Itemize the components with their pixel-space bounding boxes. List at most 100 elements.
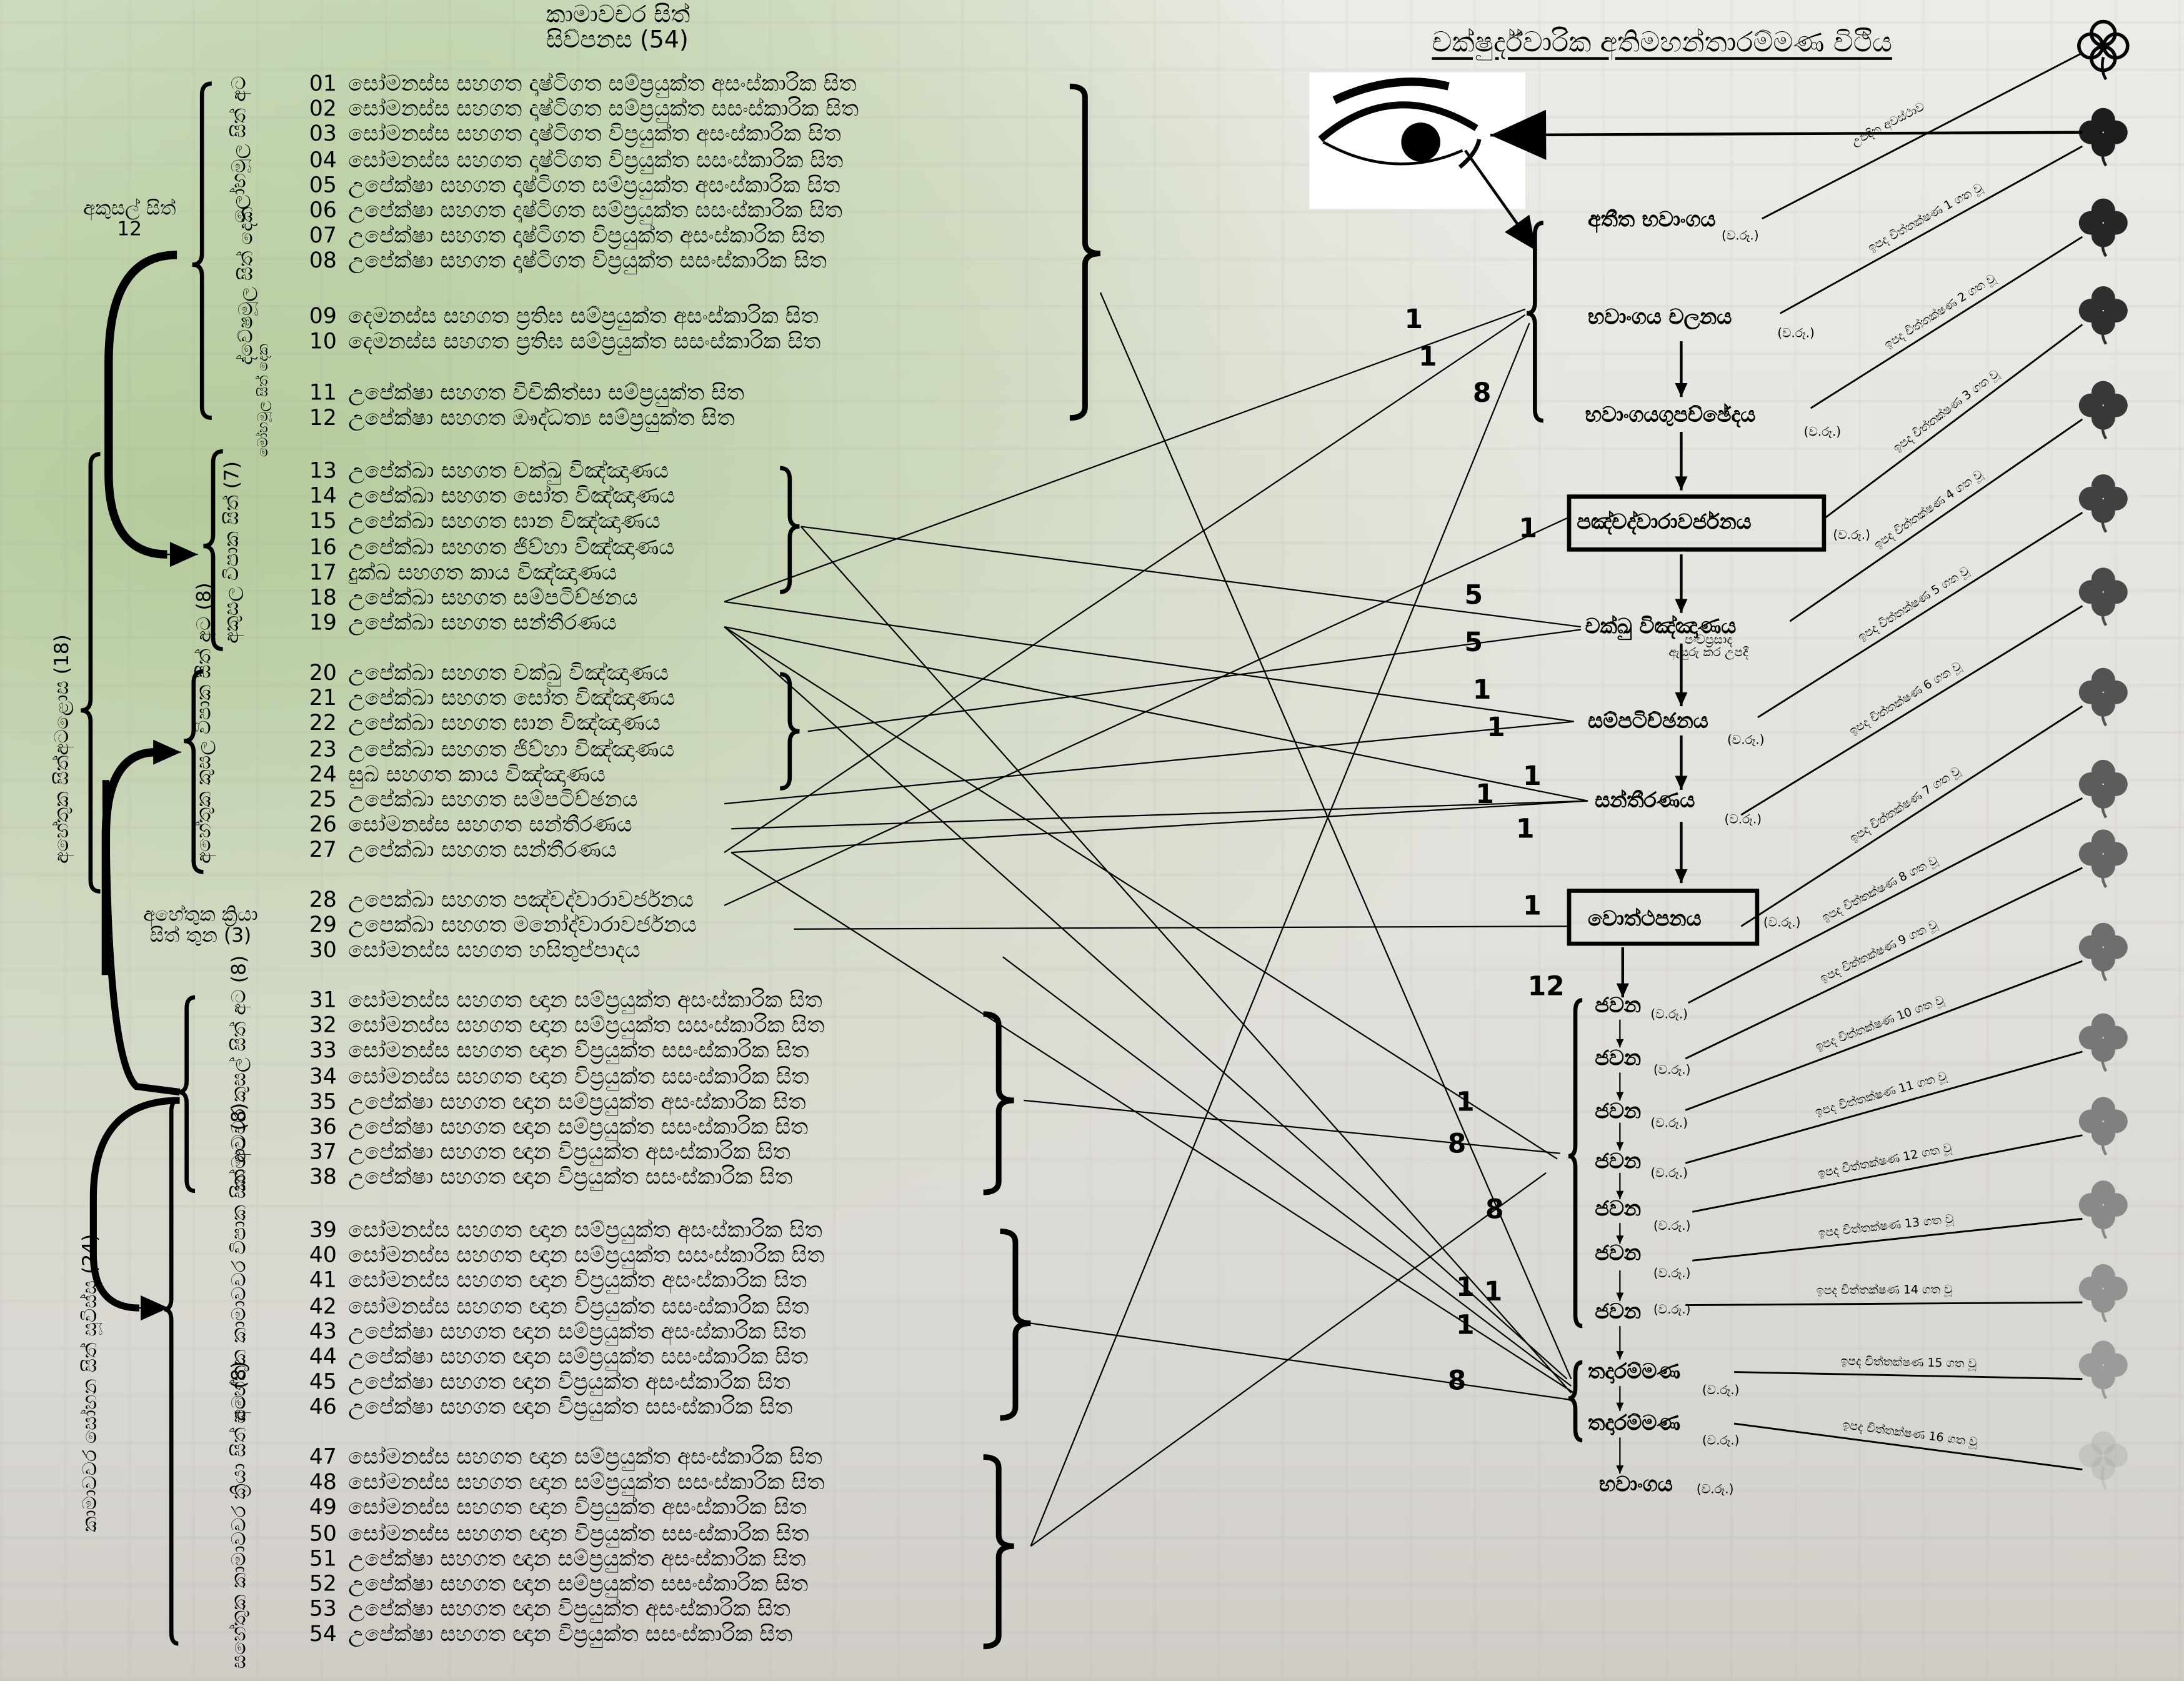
citta-text: උපේක්ඛා සහගත සම්පටිච්ඡනය <box>348 787 638 812</box>
connector-line <box>724 308 1526 602</box>
connector-line <box>1099 292 1572 1380</box>
citta-text: උපේක්ෂා සහගත ඥාන විප්‍රයුක්ත අසංස්කාරික … <box>348 1139 790 1165</box>
clover-icon <box>2078 198 2128 257</box>
connection-count: 1 <box>1516 814 1535 845</box>
clover-icon <box>2078 1431 2128 1490</box>
moment-line <box>1685 1301 2083 1307</box>
flow-node-tag: (ව.රූ.) <box>1833 529 1870 544</box>
connection-count: 1 <box>1523 761 1542 792</box>
flow-node: තදාරම්මණ <box>1588 1410 1680 1435</box>
citta-number: 48 <box>309 1470 337 1495</box>
citta-text: උපේක්ෂා සහගත ඥාන විප්‍රයුක්ත අසංස්කාරික … <box>348 1369 790 1395</box>
brace-sobhana-left <box>164 1098 179 1646</box>
curved-arrow-sobhana <box>89 1097 180 1312</box>
flow-node: භවාංගය <box>1598 1471 1673 1497</box>
connection-count: 1 <box>1487 712 1505 744</box>
arrowhead-icon <box>153 739 181 765</box>
moment-line <box>1685 1050 2083 1164</box>
citta-text: උපේක්ෂා සහගත දෘෂ්ටිගත සම්ප්‍රයුක්ත සසංස්… <box>348 197 842 223</box>
diagram-title: චක්ෂුර්ද්වාරික අතිමහන්තාරම්මණ විථිය <box>1432 25 1893 59</box>
clover-icon <box>2078 759 2128 819</box>
citta-number: 49 <box>309 1495 337 1520</box>
clover-icon <box>2078 922 2128 982</box>
citta-number: 05 <box>309 172 337 198</box>
curved-arrow-sobhana-top <box>102 780 181 1096</box>
citta-number: 25 <box>309 787 337 812</box>
citta-number: 35 <box>309 1089 337 1114</box>
citta-text: උපේක්ඛා සහගත ජිව්හා විඤ්ඤාණය <box>348 534 675 560</box>
citta-text: උපේක්ෂා සහගත ඥාන සම්ප්‍රයුක්ත අසංස්කාරික… <box>348 1319 806 1344</box>
flow-node: අතීත භවාංගය <box>1588 207 1716 232</box>
arrowhead-icon <box>1505 214 1537 251</box>
cakkhu-note-line2: ඇසුරු කර උපදී <box>1668 646 1748 661</box>
connector-line <box>794 925 1567 930</box>
citta-number: 46 <box>309 1395 337 1420</box>
citta-text: උපේක්ෂා සහගත ඥාන විප්‍රයුක්ත අසංස්කාරික … <box>348 1596 790 1622</box>
connection-count: 1 <box>1472 674 1492 706</box>
citta-number: 08 <box>309 248 337 274</box>
moment-line <box>1740 705 2083 927</box>
citta-text: දෙමනස්ස සහගත ප්‍රතිඝ සම්ප්‍රයුක්ත සසංස්ක… <box>348 329 821 354</box>
citta-text: උපේක්ඛා සහගත සෝත විඤ්ඤාණය <box>348 483 676 509</box>
brace-kusala-vipaka-left <box>184 669 204 874</box>
curved-arrow-akusal <box>104 251 177 559</box>
connection-count: 8 <box>1472 378 1492 409</box>
citta-text: සෝමනස්ස සහගත ඥාන විප්‍රයුක්ත සසංස්කාරික … <box>348 1064 809 1089</box>
citta-number: 17 <box>309 559 337 585</box>
brace-kusal-left <box>178 995 196 1194</box>
arrowhead-icon <box>1616 1292 1624 1301</box>
brace-kusala-vipaka-right <box>780 672 800 791</box>
arrowhead-icon <box>1675 692 1688 707</box>
group-label-ahetuka-kriya: අහේතුක ක්‍රියා සිත් තුන (3) <box>143 904 258 948</box>
brace-kusal-right <box>983 1011 1014 1195</box>
connector-line <box>724 601 1574 722</box>
flow-node: ජවන <box>1595 1240 1642 1266</box>
citta-number: 06 <box>309 197 337 223</box>
clover-icon <box>2078 1097 2128 1156</box>
citta-number: 32 <box>309 1012 337 1039</box>
moment-line <box>1762 52 2083 220</box>
brace-tadarammana <box>1568 1360 1583 1443</box>
citta-text: උපේක්ෂා සහගත ඖද්ධත්‍ය සම්ප්‍රයුක්ත සිත <box>348 406 735 431</box>
clover-icon <box>2078 474 2128 533</box>
brace-akusal-right <box>1069 83 1101 421</box>
citta-number: 36 <box>309 1114 337 1140</box>
cakkhu-note-line1: පංචප්‍රසාද <box>1684 634 1733 648</box>
flow-node-tag: (ව.රූ.) <box>1653 1220 1691 1234</box>
citta-text: උපේක්ෂා සහගත ඥාන සම්ප්‍රයුක්ත සසංස්කාරික… <box>348 1114 809 1140</box>
clover-icon <box>2078 667 2128 727</box>
citta-text: සෝමනස්ස සහගත ඥාන සම්ප්‍රයුක්ත අසංස්කාරික… <box>348 1217 822 1243</box>
moment-line <box>1779 145 2083 314</box>
brace-kriya-right <box>983 1454 1014 1650</box>
citta-text: සෝමනස්ස සහගත සන්තීරණය <box>348 812 632 838</box>
flow-node-tag: (ව.රූ.) <box>1722 229 1759 244</box>
citta-number: 31 <box>309 987 337 1013</box>
category-title: කාමාවචර සිත් <box>546 1 691 29</box>
category-count: සිව්පනස (54) <box>546 26 689 54</box>
moment-line <box>1789 418 2083 622</box>
citta-row: 25 උපේක්ඛා සහගත සම්පටිච්ඡනය <box>309 787 638 812</box>
citta-text: උපේක්ෂා සහගත ඥාන සම්ප්‍රයුක්ත අසංස්කාරික… <box>348 1545 806 1571</box>
arrowhead-icon <box>169 542 198 567</box>
citta-text: උපෙක්ඛා සහගත මනෝද්වාරාවර්ජනය <box>348 912 697 938</box>
arrowhead-icon <box>1616 1142 1624 1151</box>
group-label-ahetuka-kusala-vipaka: අහේතුක කුසල විපාක සිත් අට (8) <box>193 582 216 864</box>
citta-text: සෝමනස්ස සහගත දෘෂ්ටිගත සම්ප්‍රයුක්ත සසංස්… <box>348 96 859 122</box>
moment-line <box>1692 1134 2083 1213</box>
